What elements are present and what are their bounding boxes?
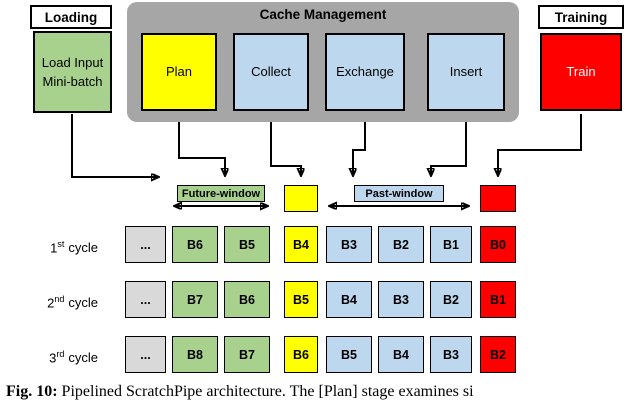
stage-insert: Insert: [427, 33, 505, 111]
load-input-line1: Load Input: [41, 54, 104, 70]
arrow-exchange-to-window: [353, 122, 366, 175]
batch-cell: B6: [172, 226, 218, 263]
batch-cell: B6: [284, 336, 318, 373]
batch-cell: B4: [326, 281, 372, 318]
arrow-load-to-window: [71, 114, 158, 177]
batch-cell: B5: [224, 226, 270, 263]
batch-cell: ...: [125, 226, 166, 263]
cycle-suffix: st: [57, 239, 65, 249]
figure-caption-text: Pipelined ScratchPipe architecture. The …: [57, 383, 474, 400]
stage-plan: Plan: [141, 33, 217, 111]
loading-group-header: Loading: [30, 5, 112, 29]
train-window-marker: [480, 185, 516, 212]
future-window-label: Future-window: [177, 185, 265, 202]
stage-train: Train: [540, 33, 622, 111]
plan-window-marker: [284, 185, 318, 212]
arrow-insert-to-window: [431, 122, 467, 175]
batch-cell: B2: [378, 226, 424, 263]
cycle-suffix: nd: [54, 294, 65, 304]
training-group-header: Training: [538, 5, 624, 29]
cycle-word: cycle: [68, 350, 98, 366]
cache-management-title: Cache Management: [259, 7, 387, 22]
cycle-suffix: rd: [56, 349, 65, 359]
figure-caption-label: Fig. 10:: [6, 383, 58, 400]
stage-collect: Collect: [233, 33, 309, 111]
batch-cell: B2: [480, 336, 516, 373]
load-input-line2: Mini-batch: [42, 74, 103, 89]
batch-cell: B4: [284, 226, 318, 263]
batch-cell: B1: [430, 226, 472, 263]
cycle-word: cycle: [68, 240, 98, 256]
batch-cell: B1: [480, 281, 516, 318]
batch-cell: B5: [326, 336, 372, 373]
arrow-collect-to-window: [270, 122, 301, 175]
batch-cell: B3: [378, 281, 424, 318]
batch-cell: B6: [224, 281, 270, 318]
cycle-ordinal: 2: [47, 295, 55, 311]
batch-cell: ...: [125, 281, 166, 318]
batch-cell: B3: [326, 226, 372, 263]
stage-exchange: Exchange: [325, 33, 405, 111]
batch-cell: B8: [172, 336, 218, 373]
cycle-ordinal: 3: [49, 350, 57, 366]
batch-cell: B5: [284, 281, 318, 318]
arrow-plan-to-window: [178, 122, 225, 175]
batch-cell: ...: [125, 336, 166, 373]
batch-cell: B0: [480, 226, 516, 263]
batch-cell: B7: [172, 281, 218, 318]
batch-cell: B7: [224, 336, 270, 373]
stage-load-input: Load Input Mini-batch: [33, 31, 112, 113]
past-window-label: Past-window: [354, 185, 444, 202]
figure-caption: Fig. 10: Pipelined ScratchPipe architect…: [6, 383, 638, 401]
batch-cell: B3: [430, 336, 472, 373]
batch-cell: B4: [378, 336, 424, 373]
cycle-ordinal: 1: [50, 240, 58, 256]
cycle-word: cycle: [68, 295, 98, 311]
batch-cell: B2: [430, 281, 472, 318]
arrow-train-to-window: [498, 114, 582, 175]
